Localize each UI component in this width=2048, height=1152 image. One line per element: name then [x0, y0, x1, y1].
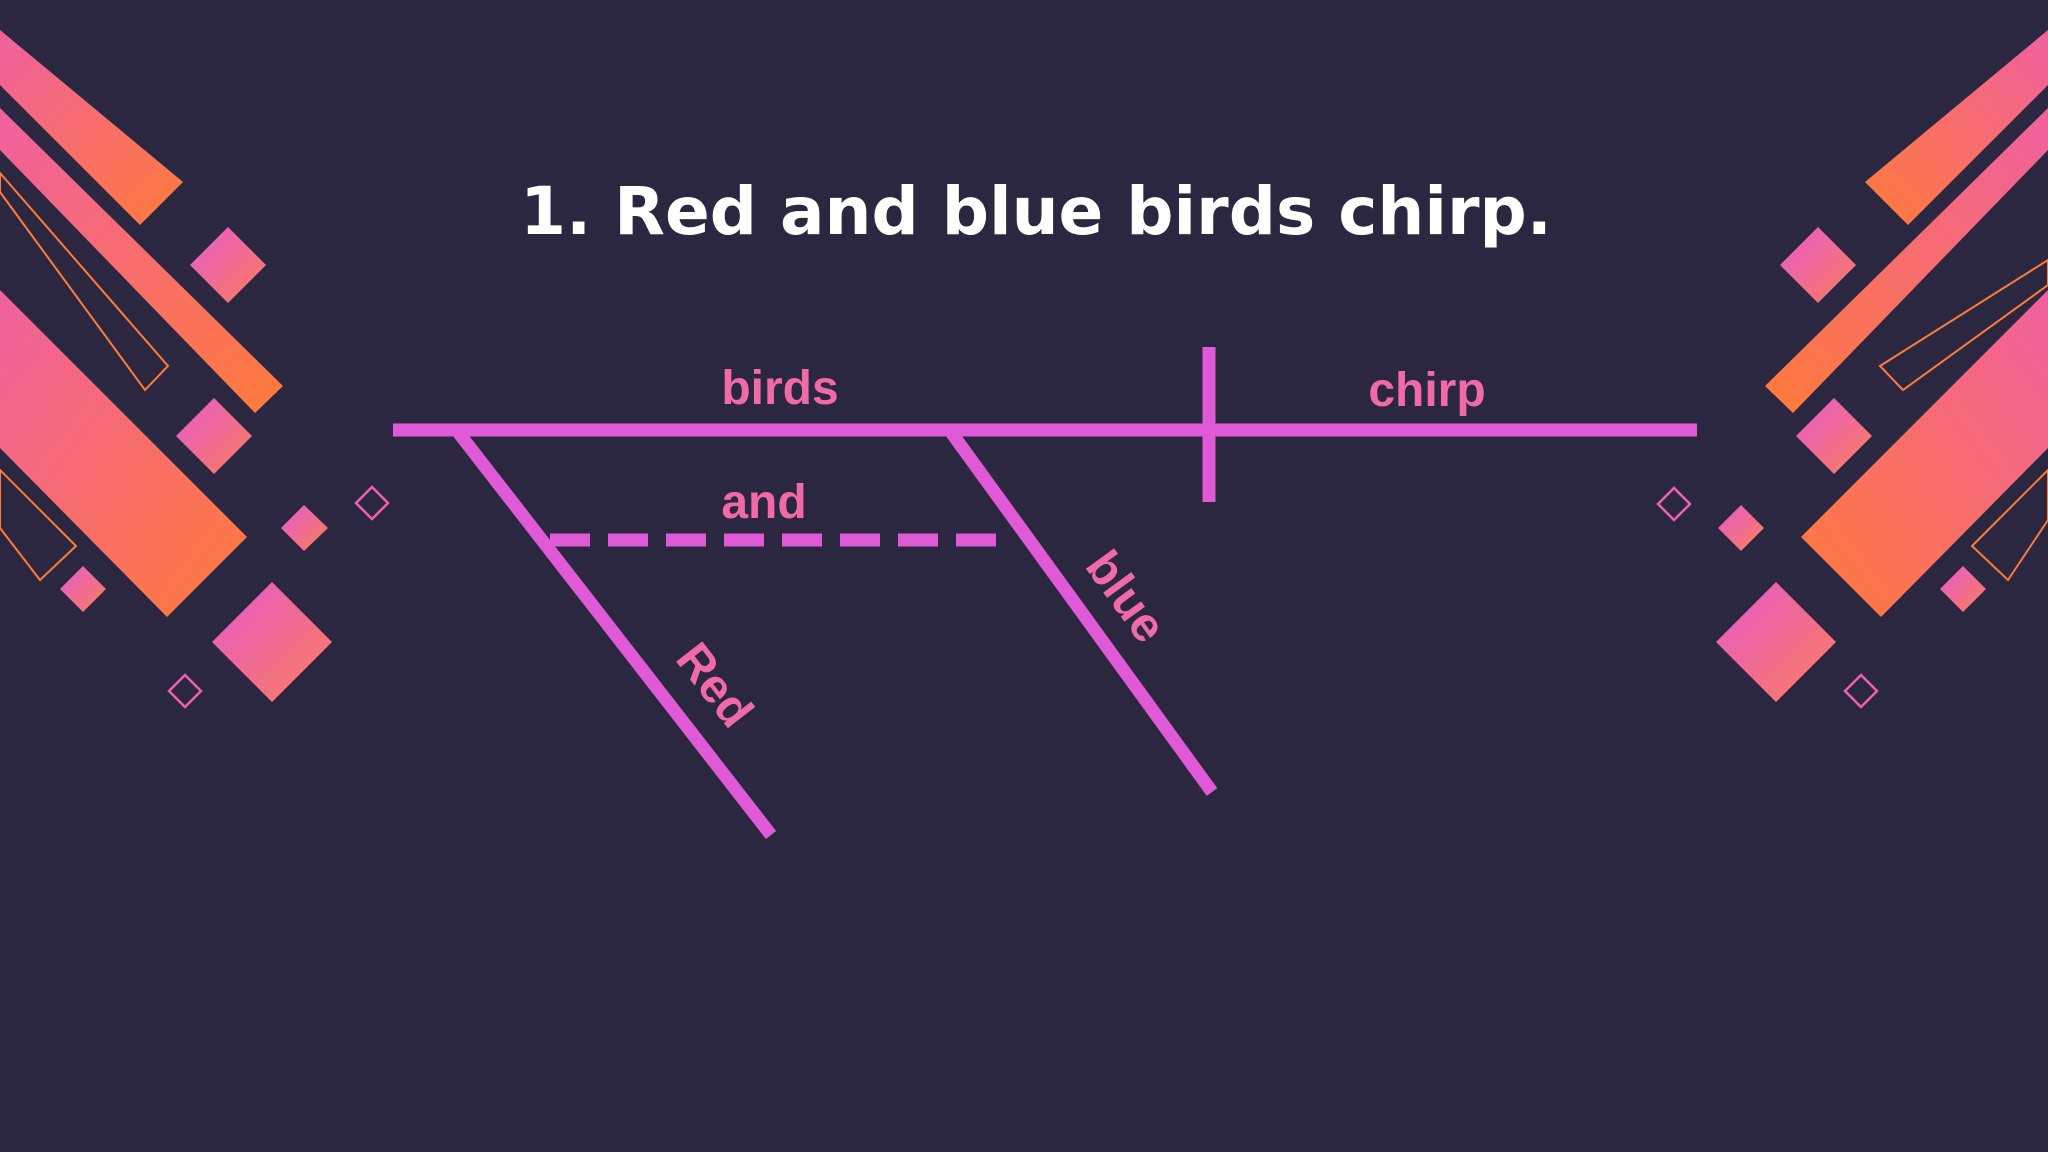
- decor-bar-outline: [0, 468, 78, 582]
- decor-diamond: [212, 582, 332, 702]
- diagram-words: birds chirp and Red blue: [666, 362, 1486, 738]
- decor-diamond: [1718, 505, 1764, 551]
- decor-diamond: [1796, 398, 1872, 474]
- conjunction-word: and: [721, 476, 806, 529]
- predicate-word: chirp: [1368, 364, 1485, 417]
- decor-diamond: [190, 227, 266, 303]
- decor-diamond-outline: [354, 485, 390, 521]
- decor-diamond-outline: [167, 673, 203, 709]
- left-decoration: [0, 30, 390, 709]
- decor-bar: [1765, 108, 2048, 413]
- decor-diamond-outline: [1843, 673, 1879, 709]
- slide-title: 1. Red and blue birds chirp.: [520, 173, 1552, 250]
- decor-bar: [0, 30, 183, 225]
- decor-diamond: [281, 505, 328, 551]
- decor-bar: [0, 290, 247, 617]
- decor-bar: [1865, 30, 2048, 225]
- decor-bar-outline: [1970, 468, 2048, 582]
- modifier-word-right: blue: [1075, 541, 1176, 652]
- decor-diamond: [1716, 582, 1836, 702]
- decor-bar: [1801, 290, 2048, 617]
- sentence-diagram: [393, 347, 1697, 839]
- decor-bar: [0, 108, 283, 413]
- modifier-line-right: [945, 428, 1218, 796]
- decor-diamond: [60, 566, 106, 612]
- decor-bar-outline: [1878, 258, 2048, 392]
- decor-diamond: [1780, 227, 1856, 303]
- decor-bar-outline: [0, 171, 170, 392]
- decor-diamond: [176, 398, 252, 474]
- modifier-line-left: [452, 428, 777, 839]
- decor-diamond: [1940, 566, 1986, 612]
- subject-word: birds: [721, 362, 838, 415]
- decor-diamond-outline: [1656, 486, 1692, 522]
- right-decoration: [1656, 30, 2048, 709]
